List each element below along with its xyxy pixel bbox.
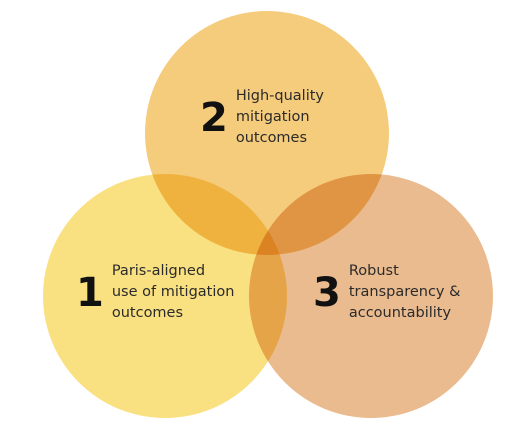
- circle-2-text: High-quality mitigation outcomes: [235, 88, 325, 146]
- circle-3-number: 3: [313, 269, 341, 316]
- label-group-1: 1 Paris-aligned use of mitigation outcom…: [76, 261, 234, 324]
- circle-1-number: 1: [76, 269, 104, 316]
- label-group-2: 2 High-quality mitigation outcomes: [200, 86, 324, 149]
- circle-2-number: 2: [200, 94, 228, 141]
- circle-3-text: Robust transparency & accountability: [348, 263, 461, 321]
- label-group-3: 3 Robust transparency & accountability: [313, 261, 460, 324]
- circle-1-text: Paris-aligned use of mitigation outcomes: [111, 263, 235, 321]
- circle-transparency: [249, 174, 493, 418]
